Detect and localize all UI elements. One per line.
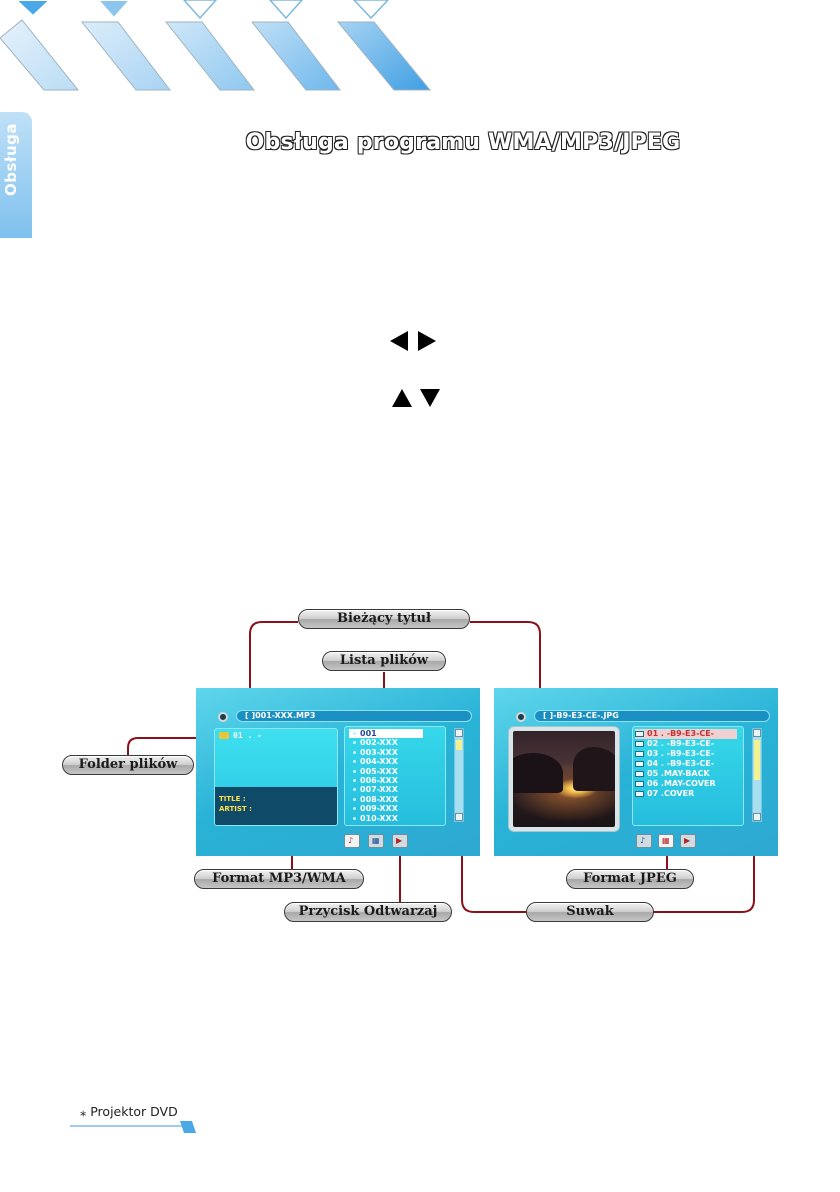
list-item[interactable]: 009-XXX [349,804,445,813]
picture-icon [635,750,644,757]
play-icon: ▶ [396,836,403,845]
list-item[interactable]: 05 .MAY-BACK [635,769,743,779]
bullet-icon [353,760,356,764]
mp3-title-bar: [ ]001-XXX.MP3 [236,710,472,722]
bullet-icon [353,769,356,773]
list-item[interactable]: 04 . -B9-E3-CE- [635,759,743,769]
list-item[interactable]: 007-XXX [349,785,445,794]
scroll-up-icon[interactable] [455,729,463,737]
callout-current-title: Bieżący tytuł [298,609,470,629]
jpeg-screen: [ ]-B9-E3-CE-.JPG 01 . -B9-E3-CE- 02 . -… [494,688,778,856]
list-item[interactable]: 07 .COVER [635,789,743,799]
tag-info-panel: TITLE : ARTIST : [215,787,337,825]
side-tab [0,112,32,238]
jpeg-format-button[interactable]: ▦ [368,834,384,848]
left-right-arrows-icon [390,331,436,351]
picture-icon [635,780,644,787]
scroll-up-icon[interactable] [753,729,761,737]
callout-file-folder: Folder plików [62,755,194,775]
bullet-icon [353,816,356,820]
list-item[interactable]: 06 .MAY-COVER [635,779,743,789]
scroll-thumb[interactable] [456,740,462,750]
artist-tag: ARTIST : [219,805,252,813]
play-icon: ▶ [684,836,691,845]
bullet-icon [353,750,356,754]
mp3-format-button[interactable]: ♪ [636,834,652,848]
jpeg-control-row: ♪ ▦ ▶ [494,834,778,850]
bullet-icon [353,788,356,792]
picture-icon [635,760,644,767]
mp3-file-list[interactable]: 001 002-XXX 003-XXX 004-XXX 005-XXX 006-… [344,726,446,826]
music-note-icon: ♪ [348,836,354,845]
picture-icon [635,730,644,737]
jpeg-title-bar: [ ]-B9-E3-CE-.JPG [534,710,770,722]
callout-play-button: Przycisk Odtwarzaj [284,902,452,922]
scroll-down-icon[interactable] [455,813,463,821]
mp3-control-row: ♪ ▦ ▶ [196,834,480,850]
scroll-thumb[interactable] [754,740,760,780]
jpeg-preview-panel [508,726,620,832]
up-down-arrows-icon [392,389,440,407]
list-item[interactable]: 004-XXX [349,757,445,766]
list-item[interactable]: 01 . -B9-E3-CE- [635,729,737,739]
bullet-icon [353,797,356,801]
footer-underline-bar [70,1121,196,1133]
callout-slider: Suwak [526,902,654,922]
bullet-icon [353,741,356,745]
picture-icon: ▦ [662,836,670,845]
callout-format-mp3: Format MP3/WMA [194,869,364,889]
header-chevron-decoration [0,0,432,91]
mp3-scrollbar[interactable] [454,728,464,822]
list-item[interactable]: 010-XXX [349,814,445,823]
bullet-icon [353,778,356,782]
list-item[interactable]: 02 . -B9-E3-CE- [635,739,743,749]
folder-entry-label: 01 . - [233,731,262,740]
page-marker: ⁎ [80,1104,87,1119]
folder-entry[interactable]: 01 . - [219,731,262,740]
jpeg-preview-image [513,731,615,827]
folder-panel[interactable]: 01 . - TITLE : ARTIST : [214,728,338,826]
callout-format-jpeg: Format JPEG [566,869,694,889]
picture-icon [635,770,644,777]
list-item[interactable]: 002-XXX [349,738,445,747]
picture-icon: ▦ [372,836,380,845]
list-item[interactable]: 003-XXX [349,748,445,757]
jpeg-file-list[interactable]: 01 . -B9-E3-CE- 02 . -B9-E3-CE- 03 . -B9… [632,726,744,826]
list-item[interactable]: 008-XXX [349,795,445,804]
mp3-screen: [ ]001-XXX.MP3 01 . - TITLE : ARTIST : 0… [196,688,480,856]
bullet-icon [353,732,356,735]
play-button[interactable]: ▶ [392,834,408,848]
mp3-format-button[interactable]: ♪ [344,834,360,848]
jpeg-format-button[interactable]: ▦ [658,834,674,848]
picture-icon [635,740,644,747]
play-button[interactable]: ▶ [680,834,696,848]
jpeg-scrollbar[interactable] [752,728,762,822]
footer-label: Projektor DVD [90,1104,178,1119]
footer-page-label: ⁎ Projektor DVD [80,1104,178,1119]
folder-icon [219,732,229,739]
music-note-icon: ♪ [640,836,646,845]
title-tag: TITLE : [219,795,246,803]
scroll-down-icon[interactable] [753,813,761,821]
list-item[interactable]: 03 . -B9-E3-CE- [635,749,743,759]
page-title: Obsługa programu WMA/MP3/JPEG [245,130,681,155]
list-item[interactable]: 006-XXX [349,776,445,785]
disc-icon [516,712,526,722]
disc-icon [218,712,228,722]
callout-file-list: Lista plików [322,651,446,671]
picture-icon [635,790,644,797]
list-item[interactable]: 005-XXX [349,767,445,776]
bullet-icon [353,807,356,811]
list-item[interactable]: 001 [349,729,423,739]
